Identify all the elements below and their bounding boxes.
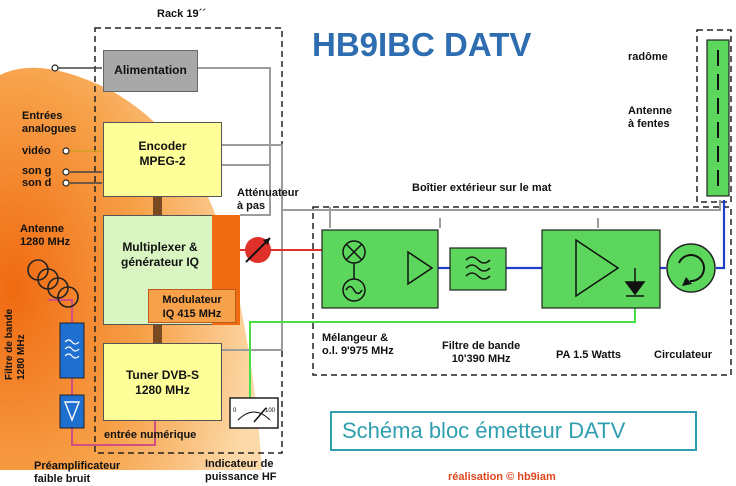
slot-antenna-label: Antenne à fentes: [628, 105, 672, 130]
mixer-block: [321, 229, 439, 309]
rx-bandpass-icon: [64, 339, 80, 359]
credit-text: réalisation © hb9iam: [448, 471, 556, 483]
amplifier-icon: [407, 250, 434, 286]
input-connector-video: [62, 147, 70, 155]
svg-text:0: 0: [233, 408, 237, 414]
circulator-block: [666, 243, 716, 293]
bandpass-filter-label: Filtre de bande 10'390 MHz: [442, 340, 521, 365]
rack-label: Rack 19´´: [157, 8, 206, 20]
radome-label: radôme: [628, 51, 668, 63]
multiplexer-label: Multiplexer & générateur IQ: [120, 240, 200, 269]
rf-line-if: [240, 237, 322, 263]
preamp-icon: [63, 401, 81, 422]
svg-text:100: 100: [265, 408, 276, 414]
power-wiring: [198, 67, 721, 351]
pa-amplifier-icon: [575, 238, 620, 298]
digital-input-label: entrée numérique: [104, 429, 197, 441]
analog-input-wiring: [55, 67, 102, 184]
caption-box: Schéma bloc émetteur DATV: [330, 411, 697, 451]
tuner-block: Tuner DVB-S 1280 MHz: [103, 343, 222, 421]
attenuator-label: Atténuateur à pas: [237, 187, 299, 212]
power-meter-icon: [229, 397, 279, 429]
power-amplifier-block: [541, 229, 661, 309]
rack-outline: [94, 27, 283, 454]
antenna-coil-icon: [27, 259, 79, 308]
input-connector-son-g: [62, 168, 70, 176]
slot-antenna: [706, 39, 730, 197]
video-input-label: vidéo: [22, 145, 51, 157]
power-detect-line: [249, 300, 636, 398]
outdoor-outline: [312, 206, 732, 376]
modulator-block: Modulateur IQ 415 MHz: [148, 289, 236, 323]
circulator-icon: [678, 254, 705, 283]
rx-wiring: [48, 299, 156, 446]
power-supply-label: Alimentation: [114, 63, 187, 77]
pa-label: PA 1.5 Watts: [556, 349, 621, 361]
son-d-input-label: son d: [22, 177, 52, 189]
circulator-label: Circulateur: [654, 349, 713, 361]
outdoor-label: Boîtier extérieur sur le mat: [412, 182, 552, 194]
preamp-label: Préamplificateur faible bruit: [34, 460, 121, 485]
radome-outline: [696, 29, 732, 203]
son-g-input-label: son g: [22, 165, 52, 177]
mixer-label: Mélangeur & o.l. 9'975 MHz: [322, 332, 394, 357]
input-connector-top: [51, 64, 59, 72]
caption-text: Schéma bloc émetteur DATV: [342, 418, 626, 443]
preamp-block: [59, 394, 85, 429]
power-indicator-label: Indicateur de puissance HF: [205, 458, 277, 483]
bandpass-filter-icon: [465, 256, 491, 280]
rx-bandpass-label: Filtre de bande 1280 MHz: [4, 308, 27, 380]
rx-bandpass-block: [59, 322, 85, 379]
page-title: HB9IBC DATV: [312, 26, 532, 63]
power-supply-block: Alimentation: [103, 50, 198, 92]
encoder-block: Encoder MPEG-2: [103, 122, 222, 197]
analog-inputs-heading: Entrées analogues: [22, 110, 77, 135]
rx-antenna-label: Antenne 1280 MHz: [20, 223, 71, 248]
input-connector-son-d: [62, 179, 70, 187]
